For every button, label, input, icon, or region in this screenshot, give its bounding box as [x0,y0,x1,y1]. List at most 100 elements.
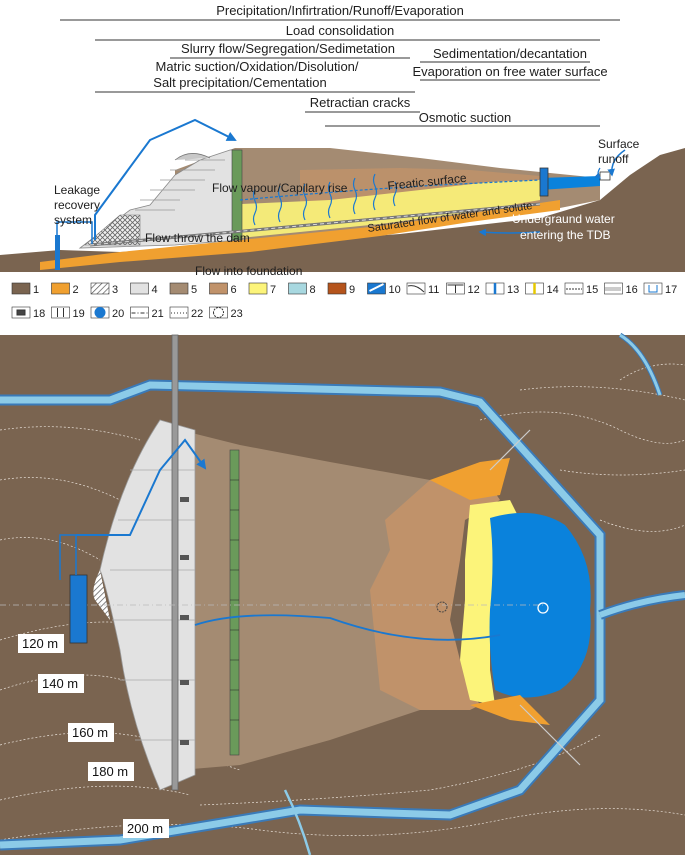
legend-swatch-9 [327,282,347,295]
legend-item-12: 12 [446,282,480,296]
legend-number-21: 21 [152,308,164,320]
legend-item-4: 4 [130,282,158,296]
legend-swatch-4 [130,282,149,295]
plan-dam-toe [93,570,110,620]
leakage-label-2: recovery [54,198,100,212]
legend-item-23: 23 [209,306,243,320]
legend-item-3: 3 [90,282,118,296]
legend-number-19: 19 [73,308,85,320]
flow-foundation-label: Flow into foundation [195,264,302,278]
access-road-2 [519,704,581,766]
legend-item-13: 13 [485,282,519,296]
recovery-return-arrow [94,118,237,240]
legend-number-1: 1 [33,284,39,296]
legend-number-17: 17 [665,284,677,296]
contour-label-text: 120 m [22,636,58,651]
legend-item-16: 16 [604,282,638,296]
legend-item-9: 9 [327,282,355,296]
plan-drain-top [430,458,510,500]
runoff-label-2: runoff [598,152,629,166]
legend-number-9: 9 [349,284,355,296]
legend-swatch-8 [288,282,307,295]
legend-icon-perforated-pipe [605,287,622,291]
legend-swatch-3 [90,282,110,295]
contour-label-box [88,762,134,781]
runoff-arrow [607,149,626,177]
legend-icon-pipe-curve [407,285,425,293]
legend-item-18: 18 [11,306,45,320]
groundwater-arrow [478,228,541,237]
dam-core [231,149,243,241]
pond-water [540,176,600,190]
legend-number-12: 12 [468,284,480,296]
runoff-arrow-2 [594,167,601,179]
cross-section: Leakage recovery system Flow vapour/Capi… [0,118,685,278]
legend-swatch-6 [209,282,228,295]
legend-swatch-11 [406,282,426,295]
legend-item-11: 11 [406,282,439,296]
legend-item-6: 6 [209,282,237,296]
process-label-sedimentation: Sedimentation/decantation [433,46,587,61]
legend-item-2: 2 [51,282,79,296]
process-label-slurry: Slurry flow/Segregation/Sedimetation [181,41,395,56]
legend-number-13: 13 [507,284,519,296]
legend-item-8: 8 [288,282,316,296]
process-label-salt: Salt precipitation/Cementation [153,75,326,90]
legend-item-20: 20 [90,306,124,320]
recovery-pipe [56,221,93,244]
legend-item-21: 21 [130,306,164,320]
legend-item-5: 5 [169,282,197,296]
contour-label-box [38,674,84,693]
plan-recovery-arrow [76,438,207,536]
contour-label-text: 180 m [92,764,128,779]
legend-swatch-21 [130,306,149,319]
legend-icon-pipe-tee [447,284,464,293]
legend-swatch-2 [51,282,70,295]
pipe-joints [180,497,189,745]
legend-number-14: 14 [547,284,559,296]
contour-label-box [18,634,64,653]
process-label-load: Load consolidation [286,23,394,38]
contour-label-0: 120 m [18,634,64,653]
plan-decant-pipe [194,614,501,641]
process-label-precipitation: Precipitation/Infirtration/Runoff/Evapor… [216,3,464,18]
legend-number-3: 3 [112,284,118,296]
leakage-label-1: Leakage [54,183,100,197]
vapour-arrows [252,173,398,226]
legend-swatch-19 [51,306,70,319]
process-timeline: Precipitation/Infirtration/Runoff/Evapor… [60,3,620,127]
stream-bottom [283,789,312,855]
surface-outlet [599,171,611,181]
legend-number-5: 5 [191,284,197,296]
contour-label-1: 140 m [38,674,84,693]
process-label-matric: Matric suction/Oxidation/Disolution/ [155,59,358,74]
access-road-1 [489,429,531,471]
legend-swatch-17 [643,282,663,295]
groundwater-label-1: Undergraund water [512,212,615,226]
plan-tailings-fine [370,470,500,710]
legend-icon-dark-joint [16,309,26,316]
drain-layer [40,200,560,270]
contour-label-text: 160 m [72,725,108,740]
legend-swatch-22 [169,306,189,319]
legend-icon-water-flow [369,283,384,292]
dam-steps [135,159,225,211]
runoff-label-1: Surface [598,137,640,151]
legend-number-15: 15 [586,284,598,296]
legend-item-22: 22 [169,306,203,320]
legend-number-18: 18 [33,308,45,320]
plan-sand-beach [460,500,520,705]
legend-swatch-23 [209,306,228,319]
freatic-line [239,179,541,201]
dam-drain-hatch [84,214,141,246]
plan-drain-bottom [470,695,550,725]
legend-item-10: 10 [367,282,401,296]
legend-number-4: 4 [152,284,158,296]
legend-number-2: 2 [73,284,79,296]
legend-swatch-1 [11,282,31,295]
contour-label-3: 180 m [88,762,134,781]
process-label-osmotic: Osmotic suction [419,110,511,125]
